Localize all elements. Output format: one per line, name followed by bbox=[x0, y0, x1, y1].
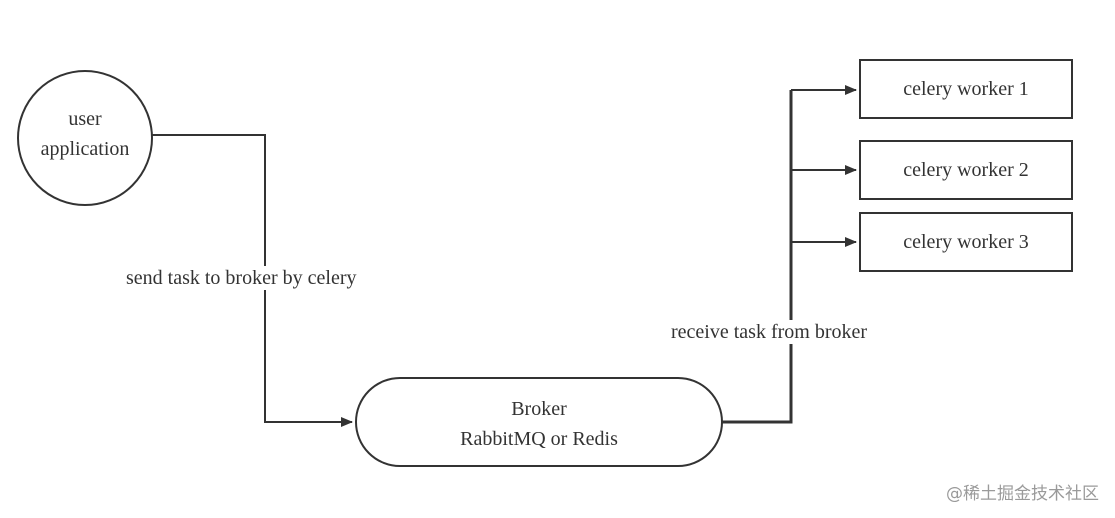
broker-label: Broker RabbitMQ or Redis bbox=[356, 394, 722, 454]
send-task-label: send task to broker by celery bbox=[122, 266, 361, 290]
receive-task-label: receive task from broker bbox=[667, 320, 872, 344]
broker-subtitle: RabbitMQ or Redis bbox=[460, 428, 618, 450]
user-application-node bbox=[17, 70, 153, 206]
receive-task-edge bbox=[722, 90, 793, 424]
user-application-label: user application bbox=[18, 104, 152, 164]
worker-box-3 bbox=[859, 212, 1073, 272]
watermark-text: @稀土掘金技术社区 bbox=[946, 484, 1099, 504]
worker-label-2: celery worker 2 bbox=[903, 159, 1029, 181]
worker-label-3: celery worker 3 bbox=[903, 231, 1029, 253]
broker-title: Broker bbox=[511, 398, 567, 420]
user-application-line-2: application bbox=[40, 138, 130, 160]
user-application-line-1: user bbox=[68, 108, 102, 130]
worker-label-1: celery worker 1 bbox=[903, 78, 1029, 100]
worker-box-2 bbox=[859, 140, 1073, 200]
worker-box-1 bbox=[859, 59, 1073, 119]
